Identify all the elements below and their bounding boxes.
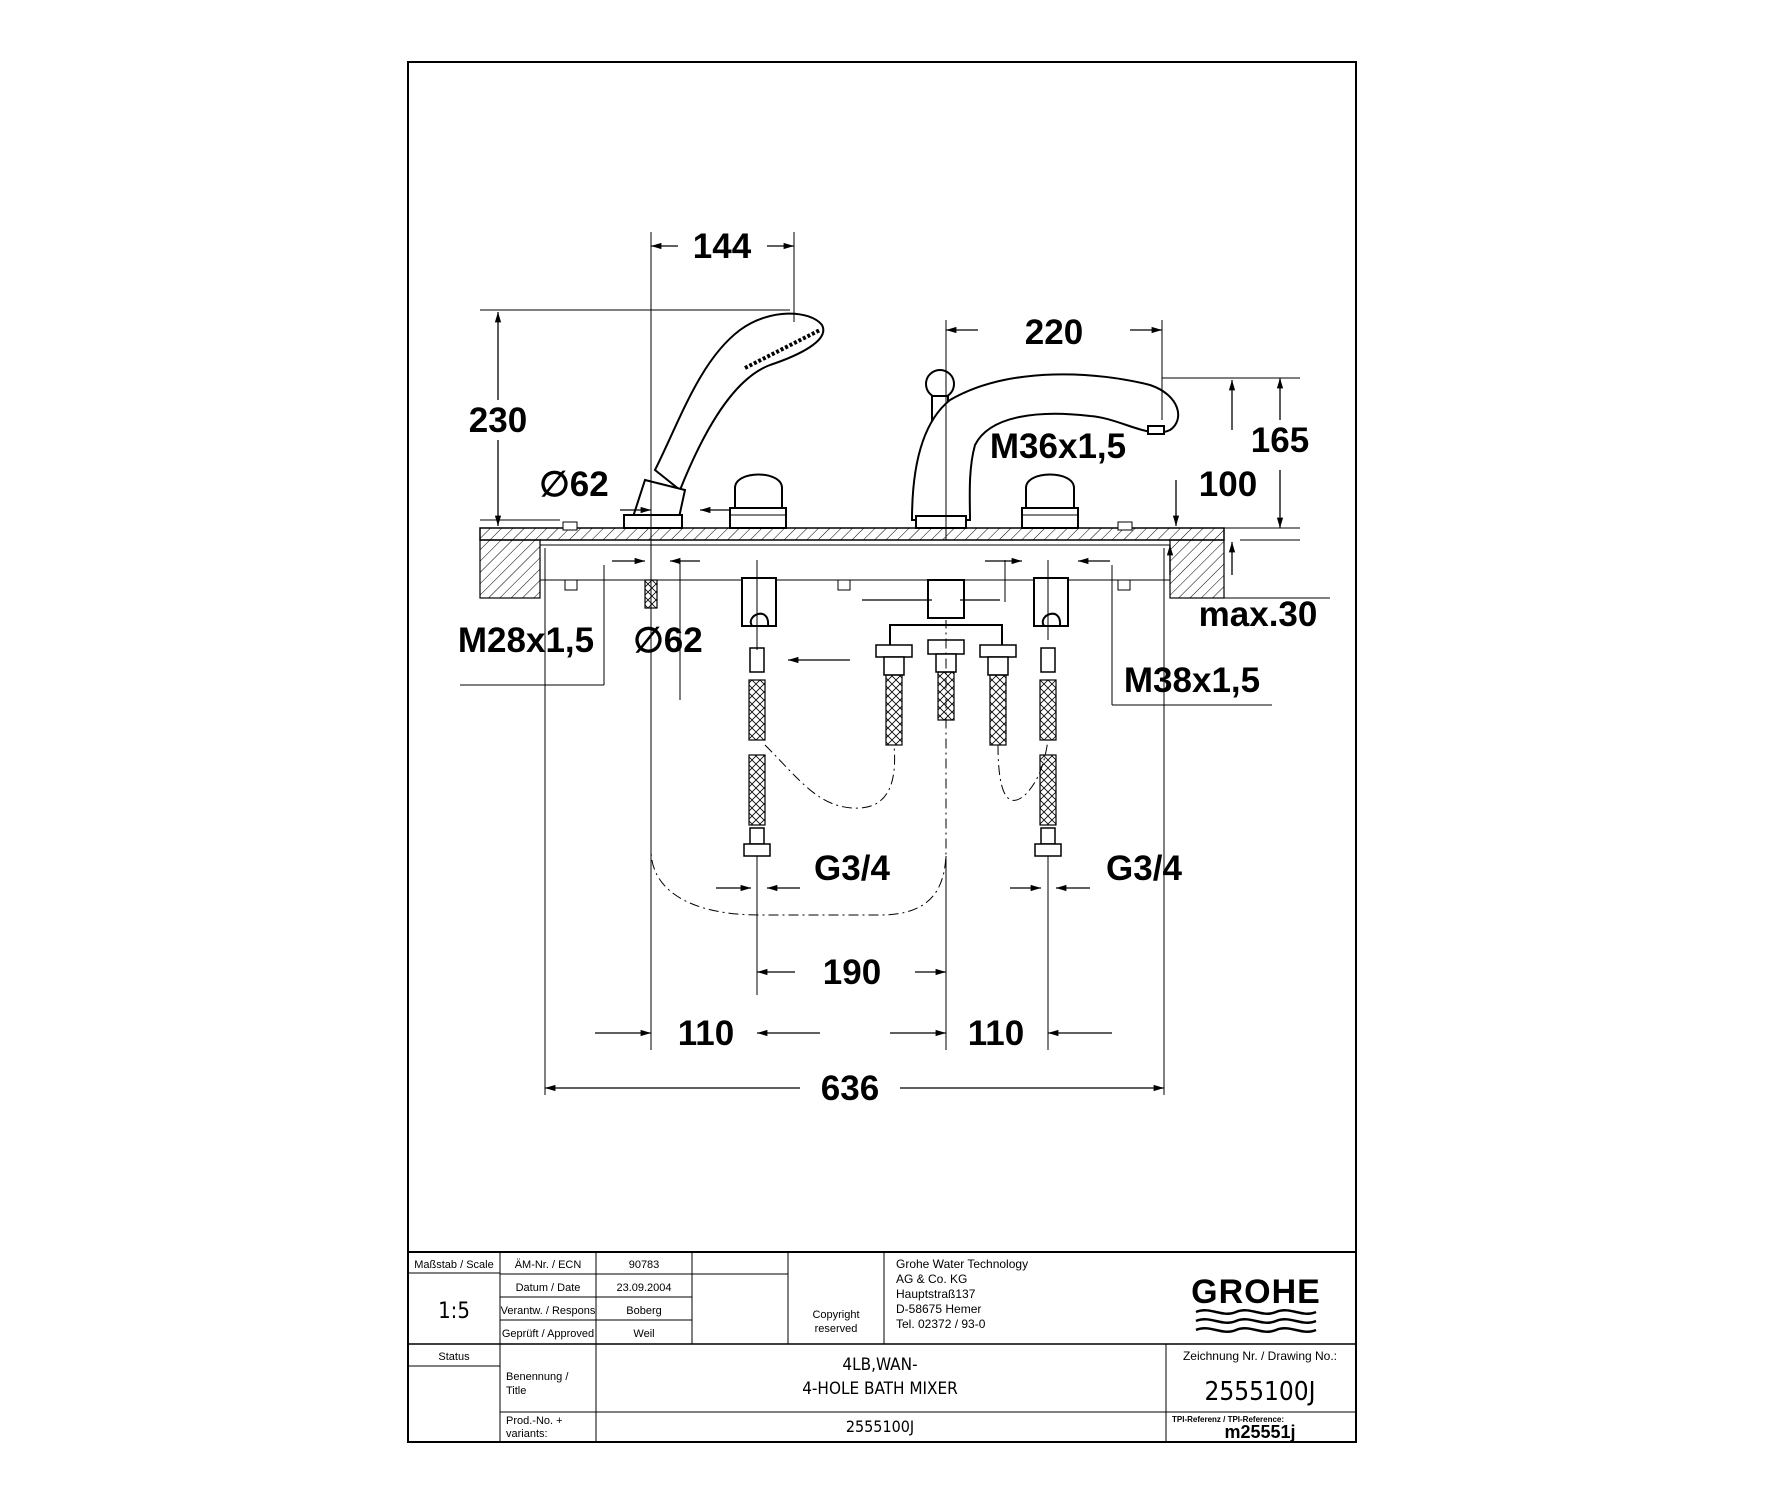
title-line2: 4-HOLE BATH MIXER — [802, 1379, 958, 1399]
title-line1: 4LB,WAN- — [842, 1355, 917, 1375]
tpi-value: m25551j — [1224, 1422, 1295, 1442]
title-label-line2: Title — [506, 1385, 526, 1397]
date-value: 23.09.2004 — [616, 1282, 671, 1294]
approved-label: Geprüft / Approved — [502, 1328, 594, 1340]
company-line2: AG & Co. KG — [896, 1272, 967, 1286]
dim-spout-thread: M36x1,5 — [990, 427, 1126, 466]
dim-190: 190 — [823, 953, 881, 992]
dim-handshower-thread: M28x1,5 — [458, 621, 594, 660]
drawing-no-value: 2555100J — [1204, 1377, 1315, 1407]
tpi-label: TPI-Referenz / TPI-Reference: — [1172, 1415, 1284, 1424]
drawing-no-label: Zeichnung Nr. / Drawing No.: — [1183, 1349, 1337, 1363]
logo-text: GROHE — [1191, 1273, 1321, 1311]
right-valve — [1021, 473, 1079, 857]
ecn-value: 90783 — [629, 1259, 660, 1271]
company-line3: Hauptstraß137 — [896, 1287, 976, 1301]
scale-value: 1:5 — [438, 1299, 470, 1324]
date-label: Datum / Date — [516, 1282, 581, 1294]
copyright-line2: reserved — [815, 1323, 858, 1335]
bath-spout — [875, 369, 1180, 746]
dim-100: 100 — [1199, 465, 1257, 504]
ecn-label: ÄM-Nr. / ECN — [515, 1259, 582, 1271]
dimension-lines — [494, 242, 1284, 1092]
prod-label-line1: Prod.-No. + — [506, 1415, 563, 1427]
dim-diameter-top: ∅62 — [539, 465, 608, 504]
company-line5: Tel. 02372 / 93-0 — [896, 1317, 986, 1331]
dim-g34-left: G3/4 — [814, 849, 890, 888]
dim-636: 636 — [821, 1069, 879, 1108]
title-block — [407, 1251, 1357, 1443]
status-label: Status — [438, 1351, 470, 1363]
sheet-border — [407, 61, 1357, 1443]
wave-icon-1 — [1195, 1309, 1317, 1315]
title-block-text: Maßstab / Scale 1:5 ÄM-Nr. / ECN 90783 D… — [414, 1257, 1337, 1442]
left-valve — [729, 473, 787, 857]
responsible-value: Boberg — [626, 1305, 661, 1317]
dim-valve-thread: M38x1,5 — [1124, 661, 1260, 700]
dim-110-right: 110 — [968, 1014, 1024, 1053]
prod-label-line2: variants: — [506, 1428, 548, 1440]
hand-shower — [623, 312, 825, 609]
company-line1: Grohe Water Technology — [896, 1257, 1028, 1271]
wave-icon-3 — [1195, 1327, 1317, 1333]
approved-value: Weil — [633, 1328, 654, 1340]
extension-lines — [460, 232, 1330, 1095]
dim-144: 144 — [693, 227, 752, 266]
dim-max-30: max.30 — [1199, 595, 1318, 634]
wave-icon-2 — [1195, 1318, 1317, 1324]
copyright-line1: Copyright — [812, 1309, 859, 1321]
dim-diameter-bottom: ∅62 — [633, 621, 702, 660]
dim-g34-right: G3/4 — [1106, 849, 1182, 888]
dim-230: 230 — [469, 401, 527, 440]
title-label-line1: Benennung / — [506, 1371, 569, 1383]
dim-165: 165 — [1251, 421, 1309, 460]
company-line4: D-58675 Hemer — [896, 1302, 981, 1316]
phantom-lines — [650, 620, 1049, 916]
dim-110-left: 110 — [678, 1014, 734, 1053]
grohe-logo: GROHE — [1191, 1273, 1321, 1333]
dimension-labels: 144 230 ∅62 220 M36x1,5 165 100 max.30 M… — [458, 227, 1317, 1108]
responsible-label: Verantw. / Respons — [501, 1305, 596, 1317]
dim-220: 220 — [1025, 313, 1083, 352]
scale-label: Maßstab / Scale — [414, 1259, 493, 1271]
prod-value: 2555100J — [846, 1417, 914, 1436]
